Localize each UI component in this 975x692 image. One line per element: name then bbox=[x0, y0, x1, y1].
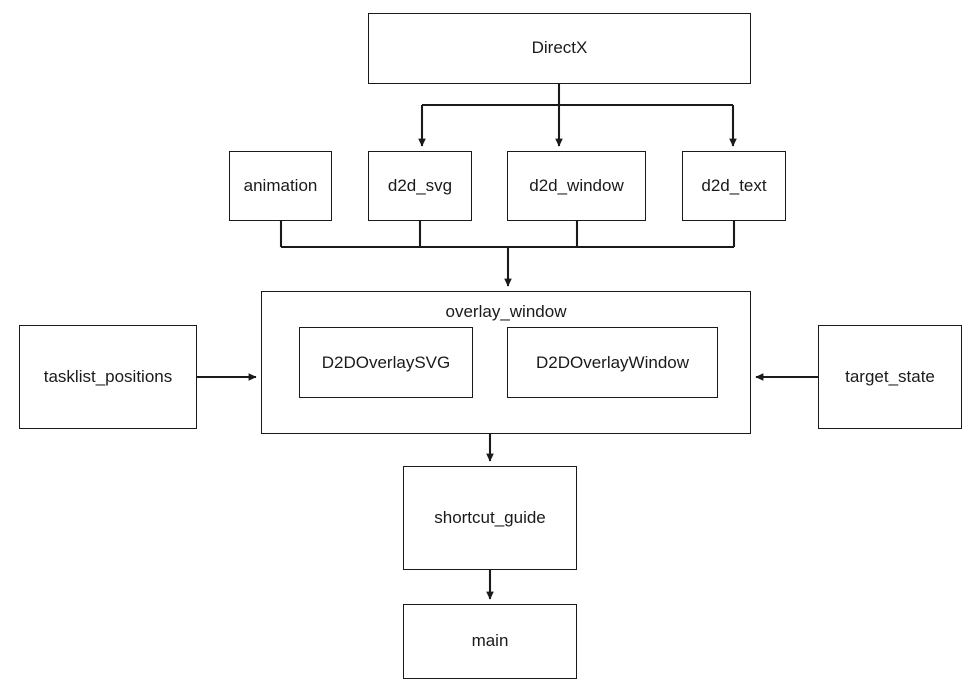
node-main-label: main bbox=[471, 631, 509, 651]
node-d2d-window[interactable]: d2d_window bbox=[507, 151, 646, 221]
node-directx-label: DirectX bbox=[531, 38, 588, 58]
node-target-state-label: target_state bbox=[845, 366, 935, 386]
node-tasklist-positions-label: tasklist_positions bbox=[43, 366, 173, 386]
node-d2doverlaywindow[interactable]: D2DOverlayWindow bbox=[507, 327, 718, 398]
node-animation-label: animation bbox=[243, 175, 318, 195]
node-d2doverlaysvg-label: D2DOverlaySVG bbox=[321, 352, 451, 372]
node-main[interactable]: main bbox=[403, 604, 577, 679]
node-shortcut-guide-label: shortcut_guide bbox=[434, 507, 546, 527]
node-d2d-svg[interactable]: d2d_svg bbox=[368, 151, 472, 221]
node-overlay-window-label: overlay_window bbox=[445, 302, 567, 321]
node-d2d-text[interactable]: d2d_text bbox=[682, 151, 786, 221]
node-target-state[interactable]: target_state bbox=[818, 325, 962, 429]
node-directx[interactable]: DirectX bbox=[368, 13, 751, 84]
node-d2doverlaywindow-label: D2DOverlayWindow bbox=[535, 352, 690, 372]
node-tasklist-positions[interactable]: tasklist_positions bbox=[19, 325, 197, 429]
node-d2d-svg-label: d2d_svg bbox=[387, 175, 453, 195]
node-d2d-text-label: d2d_text bbox=[701, 175, 767, 195]
node-shortcut-guide[interactable]: shortcut_guide bbox=[403, 466, 577, 570]
node-animation[interactable]: animation bbox=[229, 151, 332, 221]
node-d2d-window-label: d2d_window bbox=[529, 175, 624, 195]
node-d2doverlaysvg[interactable]: D2DOverlaySVG bbox=[299, 327, 473, 398]
